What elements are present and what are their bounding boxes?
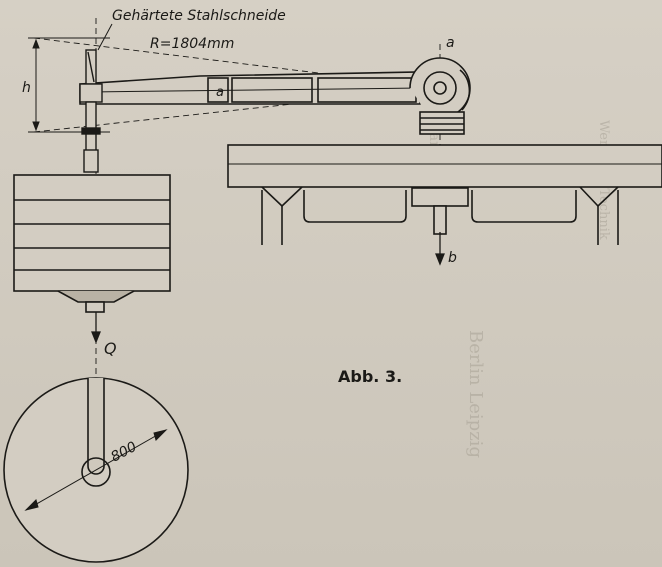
point-b-label: b	[448, 250, 457, 266]
point-a-top-label: a	[446, 35, 455, 51]
knife-edge	[79, 49, 103, 173]
knife-label: Gehärtete Stahlschneide	[112, 8, 286, 24]
diameter-dimension	[24, 429, 168, 511]
weight-stack	[13, 174, 171, 313]
bleed-through-text: Verlagsanstalt Werkstatt Technik Berlin …	[426, 79, 611, 458]
knife-leader	[97, 23, 113, 51]
height-label: h	[22, 80, 31, 96]
load-arrow	[91, 312, 101, 344]
load-label: Q	[104, 339, 117, 358]
radius-label: R=1804mm	[150, 36, 234, 52]
point-b-arrow	[435, 232, 445, 266]
svg-text:Berlin Leipzig: Berlin Leipzig	[465, 330, 486, 458]
pivot-assembly	[409, 57, 471, 135]
lever-arm	[79, 71, 421, 105]
point-a-mid-label: a	[216, 85, 224, 100]
figure-caption: Abb. 3.	[338, 367, 402, 386]
base-beam	[227, 144, 662, 245]
